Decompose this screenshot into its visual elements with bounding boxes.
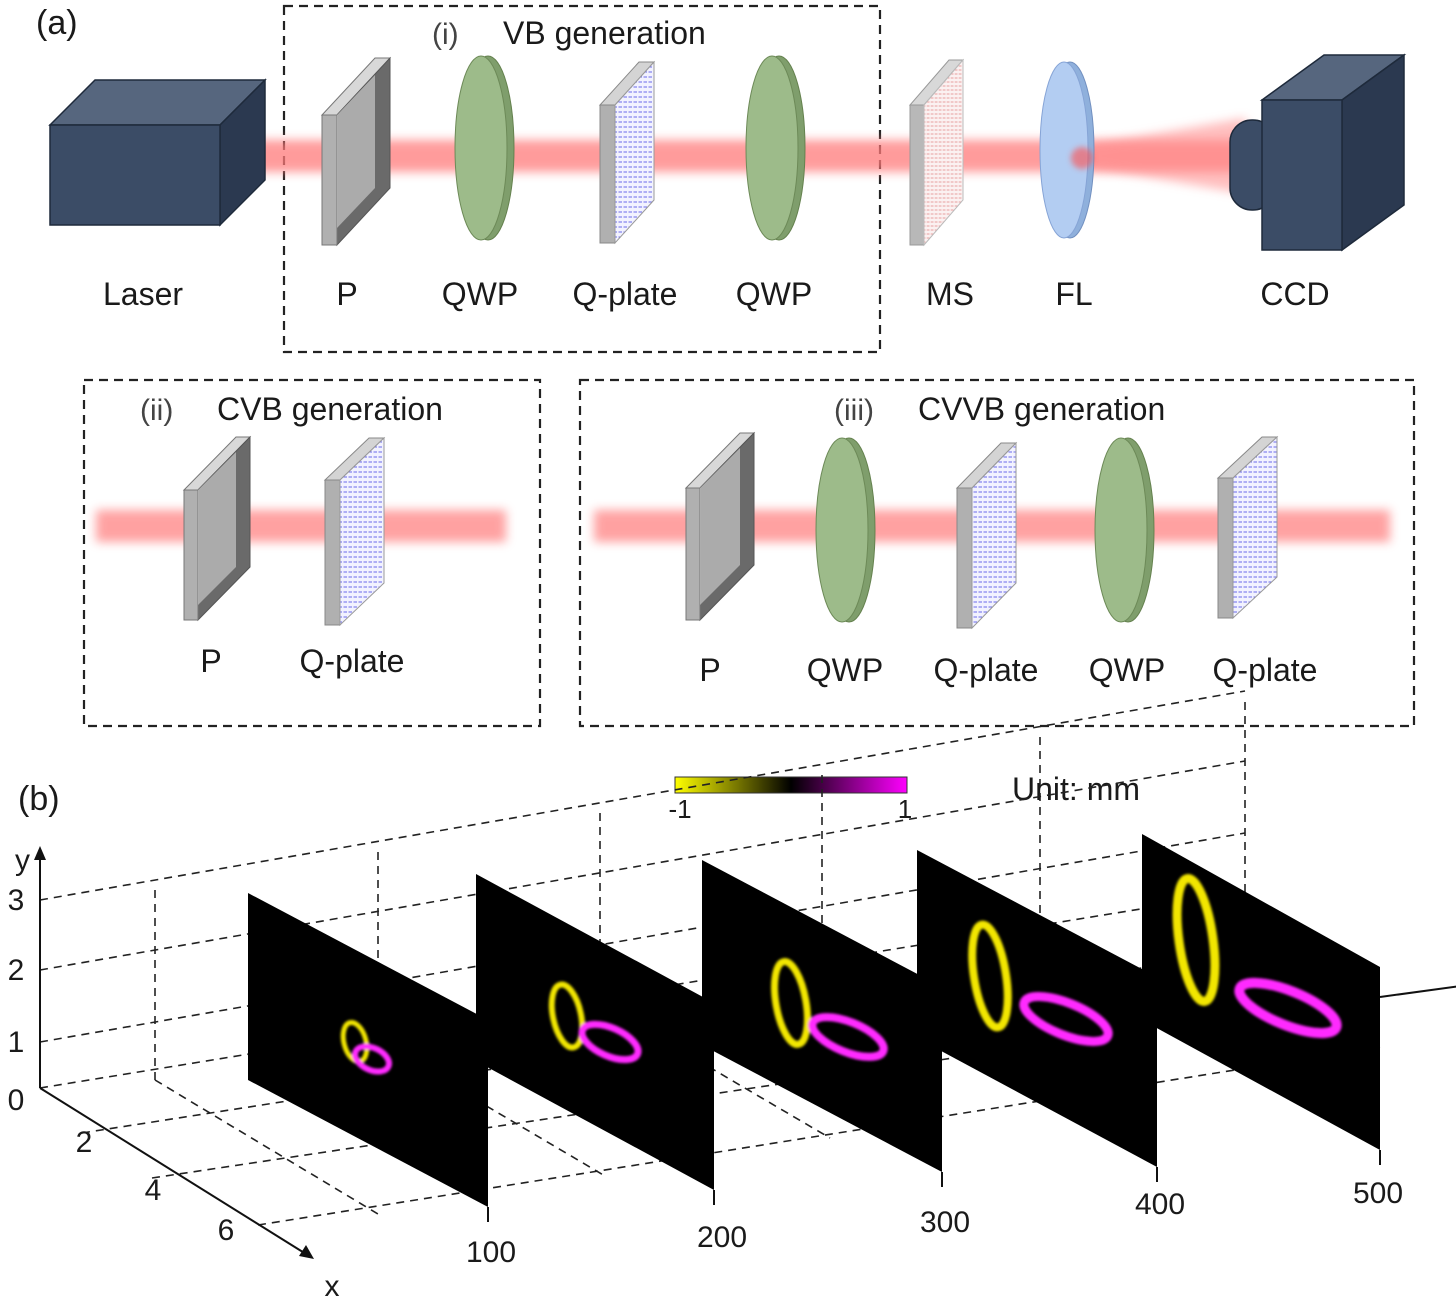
intensity-spots-z200 — [548, 981, 642, 1064]
ccd-camera — [1229, 53, 1407, 252]
laser-beam-cvb — [96, 510, 506, 542]
x-axis-label: x — [325, 1270, 340, 1302]
z-tick-500: 500 — [1353, 1177, 1403, 1210]
q-plate-cvb — [323, 436, 386, 627]
colorbar-min-label: -1 — [668, 794, 691, 824]
x-tick-6: 6 — [218, 1214, 235, 1247]
label-qwp-top-1: QWP — [442, 276, 518, 312]
z-tick-100: 100 — [466, 1236, 516, 1269]
label-laser: Laser — [103, 276, 183, 312]
qwp-top-2 — [745, 55, 806, 241]
plane-z100 — [248, 893, 488, 1207]
focal-spot — [1071, 147, 1093, 169]
group-ii-roman: (ii) — [140, 394, 173, 427]
label-fl: FL — [1055, 276, 1092, 312]
label-qwp-top-2: QWP — [736, 276, 812, 312]
label-qwp-cvvb-2: QWP — [1089, 652, 1165, 688]
metasurface — [908, 58, 965, 247]
group-i-box — [282, 4, 882, 354]
label-p-top: P — [336, 276, 357, 312]
q-plate-cvvb-1 — [955, 441, 1018, 630]
polarizer-cvvb — [684, 431, 756, 622]
axes — [34, 846, 1456, 1259]
z-tick-400: 400 — [1135, 1188, 1185, 1221]
panel-a-label: (a) — [36, 4, 78, 42]
unit-label: Unit: mm — [1012, 771, 1140, 807]
plane-z500 — [1142, 834, 1380, 1150]
panel-b-label: (b) — [18, 780, 60, 818]
intensity-spots-z500 — [1172, 874, 1342, 1039]
y-axis-label: y — [15, 844, 30, 877]
z-tick-200: 200 — [697, 1221, 747, 1254]
qwp-cvvb-1 — [815, 437, 876, 623]
group-ii-box — [82, 378, 542, 728]
colorbar-max-label: 1 — [898, 794, 912, 824]
plane-z200 — [476, 874, 714, 1190]
plane-z300 — [702, 860, 942, 1172]
group-i-roman: (i) — [432, 18, 459, 51]
q-plate-cvvb-2 — [1216, 435, 1279, 620]
y-tick-1: 1 — [8, 1026, 25, 1059]
label-q-plate-cvvb-2: Q-plate — [1213, 652, 1318, 688]
qwp-cvvb-2 — [1094, 437, 1155, 623]
z-tick-300: 300 — [920, 1206, 970, 1239]
intensity-spots-z400 — [968, 920, 1113, 1046]
qwp-top-1 — [454, 55, 515, 241]
x-tick-2: 2 — [76, 1126, 93, 1159]
label-p-cvb: P — [200, 643, 221, 679]
y-tick-2: 2 — [8, 954, 25, 987]
q-plate-top — [598, 60, 656, 245]
group-iii-box — [578, 378, 1416, 728]
label-q-plate-cvvb-1: Q-plate — [934, 652, 1039, 688]
plane-z400 — [917, 850, 1157, 1167]
group-i-title: VB generation — [503, 15, 706, 51]
label-qwp-cvvb-1: QWP — [807, 652, 883, 688]
polarizer-top — [320, 56, 392, 247]
group-iii-roman: (iii) — [834, 394, 874, 427]
laser-box — [48, 78, 267, 227]
group-iii-title: CVVB generation — [918, 391, 1165, 427]
label-ccd: CCD — [1260, 276, 1329, 312]
x-tick-4: 4 — [145, 1174, 162, 1207]
label-q-plate-cvb: Q-plate — [300, 643, 405, 679]
label-ms: MS — [926, 276, 974, 312]
intensity-spots-z100 — [340, 1019, 392, 1075]
colorbar — [674, 776, 908, 794]
label-p-cvvb: P — [699, 652, 720, 688]
group-ii-title: CVB generation — [217, 391, 443, 427]
y-tick-3: 3 — [8, 884, 25, 917]
y-tick-0: 0 — [8, 1084, 25, 1117]
polarizer-cvb — [182, 435, 252, 622]
label-q-plate-top: Q-plate — [573, 276, 678, 312]
intensity-spots-z300 — [771, 958, 888, 1061]
focusing-lens — [1039, 61, 1095, 239]
